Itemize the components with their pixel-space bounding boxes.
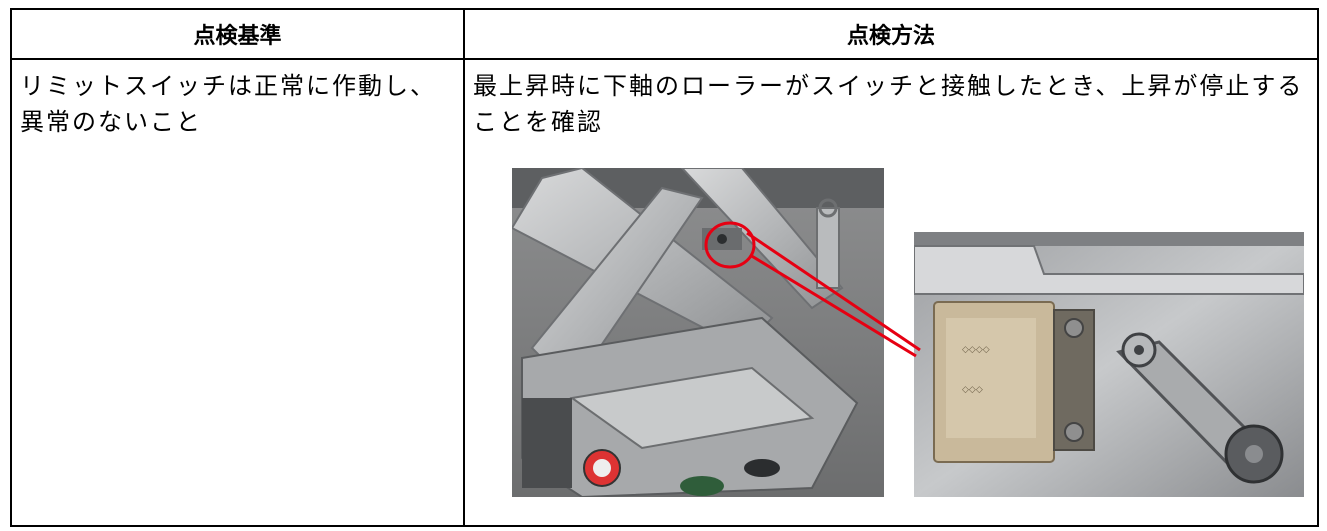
header-criteria: 点検基準 <box>10 8 465 60</box>
lift-overview-photo <box>512 168 884 497</box>
method-text: 最上昇時に下軸のローラーがスイッチと接触したとき、上昇が停止することを確認 <box>473 72 1304 136</box>
inspection-table: 点検基準 点検方法 リミットスイッチは正常に作動し、異常のないこと 最上昇時に下… <box>10 8 1319 527</box>
svg-text:◇◇◇: ◇◇◇ <box>962 385 983 395</box>
inspection-sheet: 点検基準 点検方法 リミットスイッチは正常に作動し、異常のないこと 最上昇時に下… <box>10 8 1319 527</box>
method-cell: 最上昇時に下軸のローラーがスイッチと接触したとき、上昇が停止することを確認 <box>463 58 1319 527</box>
table-row: リミットスイッチは正常に作動し、異常のないこと 最上昇時に下軸のローラーがスイッ… <box>10 58 1319 527</box>
header-method: 点検方法 <box>463 8 1319 60</box>
criteria-text: リミットスイッチは正常に作動し、異常のないこと <box>20 72 436 136</box>
header-row: 点検基準 点検方法 <box>10 8 1319 60</box>
criteria-cell: リミットスイッチは正常に作動し、異常のないこと <box>10 58 465 527</box>
limit-switch-closeup-photo: ◇◇◇◇ ◇◇◇ <box>914 232 1304 497</box>
svg-text:◇◇◇◇: ◇◇◇◇ <box>962 345 990 355</box>
